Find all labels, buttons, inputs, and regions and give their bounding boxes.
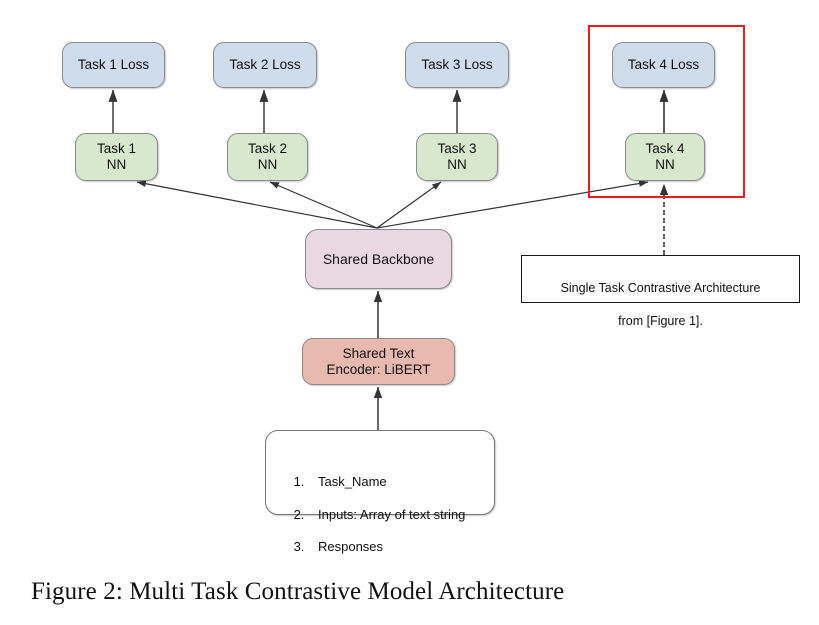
node-task-3-nn[interactable]: Task 3 NN — [416, 133, 498, 181]
edge-backbone-to-task3nn — [376, 181, 442, 229]
node-task-2-loss[interactable]: Task 2 Loss — [213, 42, 317, 88]
node-task-1-loss[interactable]: Task 1 Loss — [62, 42, 165, 88]
node-inputs[interactable]: 1. Task_Name 2. Inputs: Array of text st… — [265, 430, 495, 554]
single-task-highlight-box — [588, 25, 745, 198]
node-task-4-loss[interactable]: Task 4 Loss — [612, 42, 715, 88]
list-item-text: Inputs: Array of text string — [318, 506, 466, 522]
node-task-2-nn[interactable]: Task 2 NN — [227, 133, 308, 181]
annotation-line-1: Single Task Contrastive Architecture — [560, 281, 761, 296]
list-item-number: 3. — [293, 539, 305, 555]
list-item: 1. Task_Name — [280, 474, 484, 490]
edge-backbone-to-task4nn — [376, 180, 649, 229]
node-task-4-nn[interactable]: Task 4 NN — [625, 133, 705, 181]
annotation-line-2: from [Figure 1]. — [618, 313, 703, 328]
edge-backbone-to-task1nn — [136, 180, 378, 229]
inputs-list: 1. Task_Name 2. Inputs: Array of text st… — [280, 459, 484, 572]
node-shared-backbone[interactable]: Shared Backbone — [305, 229, 452, 289]
list-item-number: 2. — [293, 506, 305, 522]
node-task-3-loss[interactable]: Task 3 Loss — [405, 42, 509, 88]
list-item: 3. Responses — [280, 539, 484, 555]
edge-backbone-to-task2nn — [269, 181, 378, 229]
node-annotation-note[interactable]: Single Task Contrastive Architecture fro… — [521, 255, 800, 328]
node-shared-text-encoder[interactable]: Shared Text Encoder: LiBERT — [302, 338, 455, 385]
figure-caption: Figure 2: Multi Task Contrastive Model A… — [31, 578, 565, 605]
list-item-text: Responses — [318, 539, 384, 555]
list-item-number: 1. — [293, 474, 305, 490]
list-item-text: Task_Name — [318, 474, 387, 490]
node-task-1-nn[interactable]: Task 1 NN — [75, 133, 158, 181]
list-item: 2. Inputs: Array of text string — [280, 507, 484, 523]
